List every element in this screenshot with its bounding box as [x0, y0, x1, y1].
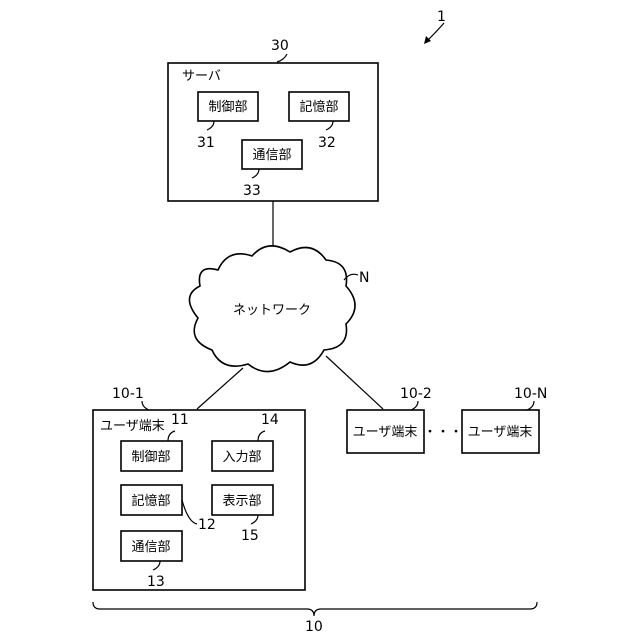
terminal-group-ref: 10	[305, 619, 323, 635]
server-control-ref: 31	[197, 135, 215, 151]
terminalN-ref: 10-N	[514, 386, 547, 402]
network-terminal1-line	[197, 368, 243, 409]
terminal1-storage-label: 記憶部	[131, 493, 170, 509]
server-control-label: 制御部	[208, 100, 247, 115]
terminal2-ref-leader	[411, 401, 418, 410]
terminalN-ref-leader	[527, 401, 534, 410]
terminal-group-brace	[93, 602, 537, 616]
terminal2-ref: 10-2	[400, 386, 432, 402]
terminal-ellipsis: ・・・	[423, 425, 462, 440]
terminal1-ref: 10-1	[112, 386, 144, 402]
server-title: サーバ	[182, 69, 221, 84]
terminal1-input-ref: 14	[261, 412, 279, 428]
server-storage-ref: 32	[318, 135, 336, 151]
terminal2-label: ユーザ端末	[353, 425, 418, 440]
terminal1-storage-ref: 12	[198, 517, 216, 533]
terminal1-control-label: 制御部	[131, 450, 170, 465]
server-comm-ref: 33	[243, 183, 261, 199]
server-comm-label: 通信部	[252, 148, 291, 163]
network-ref: N	[359, 270, 369, 286]
terminal1-control-ref: 11	[171, 412, 189, 428]
terminal1-ref-leader	[142, 401, 149, 410]
server-ref-label: 30	[271, 38, 289, 54]
terminal1-title: ユーザ端末	[100, 419, 165, 434]
terminalN-label: ユーザ端末	[468, 425, 533, 440]
network-terminal2-line	[326, 356, 383, 409]
terminal1-comm-ref: 13	[147, 574, 165, 590]
terminal1-display-ref: 15	[241, 528, 259, 544]
server-storage-label: 記憶部	[299, 99, 338, 115]
figure-ref-label: 1	[437, 9, 446, 25]
terminal1-input-label: 入力部	[222, 450, 261, 465]
terminal1-comm-label: 通信部	[131, 540, 170, 555]
server-ref-leader	[277, 54, 287, 62]
terminal1-display-label: 表示部	[222, 494, 261, 509]
network-label: ネットワーク	[233, 303, 311, 318]
